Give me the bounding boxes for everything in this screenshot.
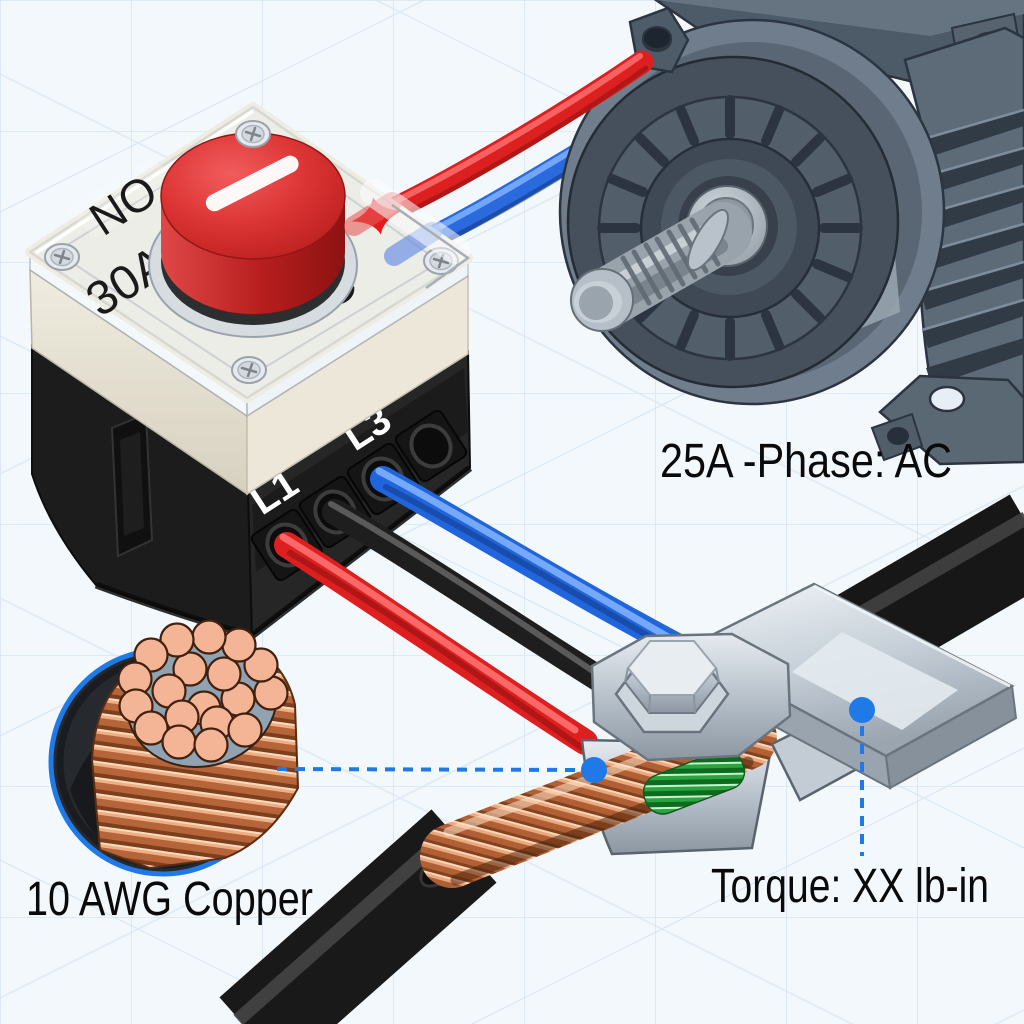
wire-black-load — [322, 499, 638, 708]
motor-body-fins — [903, 26, 1024, 438]
motor-mounting-foot — [870, 374, 1024, 466]
screw-icon — [44, 243, 80, 271]
screw-icon — [235, 120, 271, 148]
torque-dot — [849, 697, 875, 723]
terminal-port-4 — [394, 409, 468, 483]
lug-bolt — [590, 632, 792, 762]
callout-leader-line — [276, 757, 607, 783]
annotation-torque: Torque: XX lb-in — [711, 860, 989, 913]
motor — [558, 0, 1024, 466]
terminal-lug — [420, 494, 1024, 888]
screw-icon — [231, 356, 267, 384]
annotation-wire-gauge: 10 AWG Copper — [26, 873, 313, 926]
switch-base-slot — [110, 412, 154, 558]
wire-tab-hole — [642, 26, 672, 50]
annotation-motor-spec: 25A -Phase: AC — [660, 435, 952, 488]
wire-cross-section-callout — [48, 619, 300, 877]
wire-red-load — [274, 532, 598, 755]
push-button[interactable] — [148, 132, 358, 338]
ground-strands — [642, 749, 746, 815]
callout-dot — [581, 757, 607, 783]
motor-shaft — [570, 202, 752, 332]
copper-strand-ends — [117, 619, 289, 763]
power-on-symbol — [205, 155, 299, 212]
cover-corner-glass — [344, 179, 471, 290]
torque-leader-line — [849, 697, 875, 856]
